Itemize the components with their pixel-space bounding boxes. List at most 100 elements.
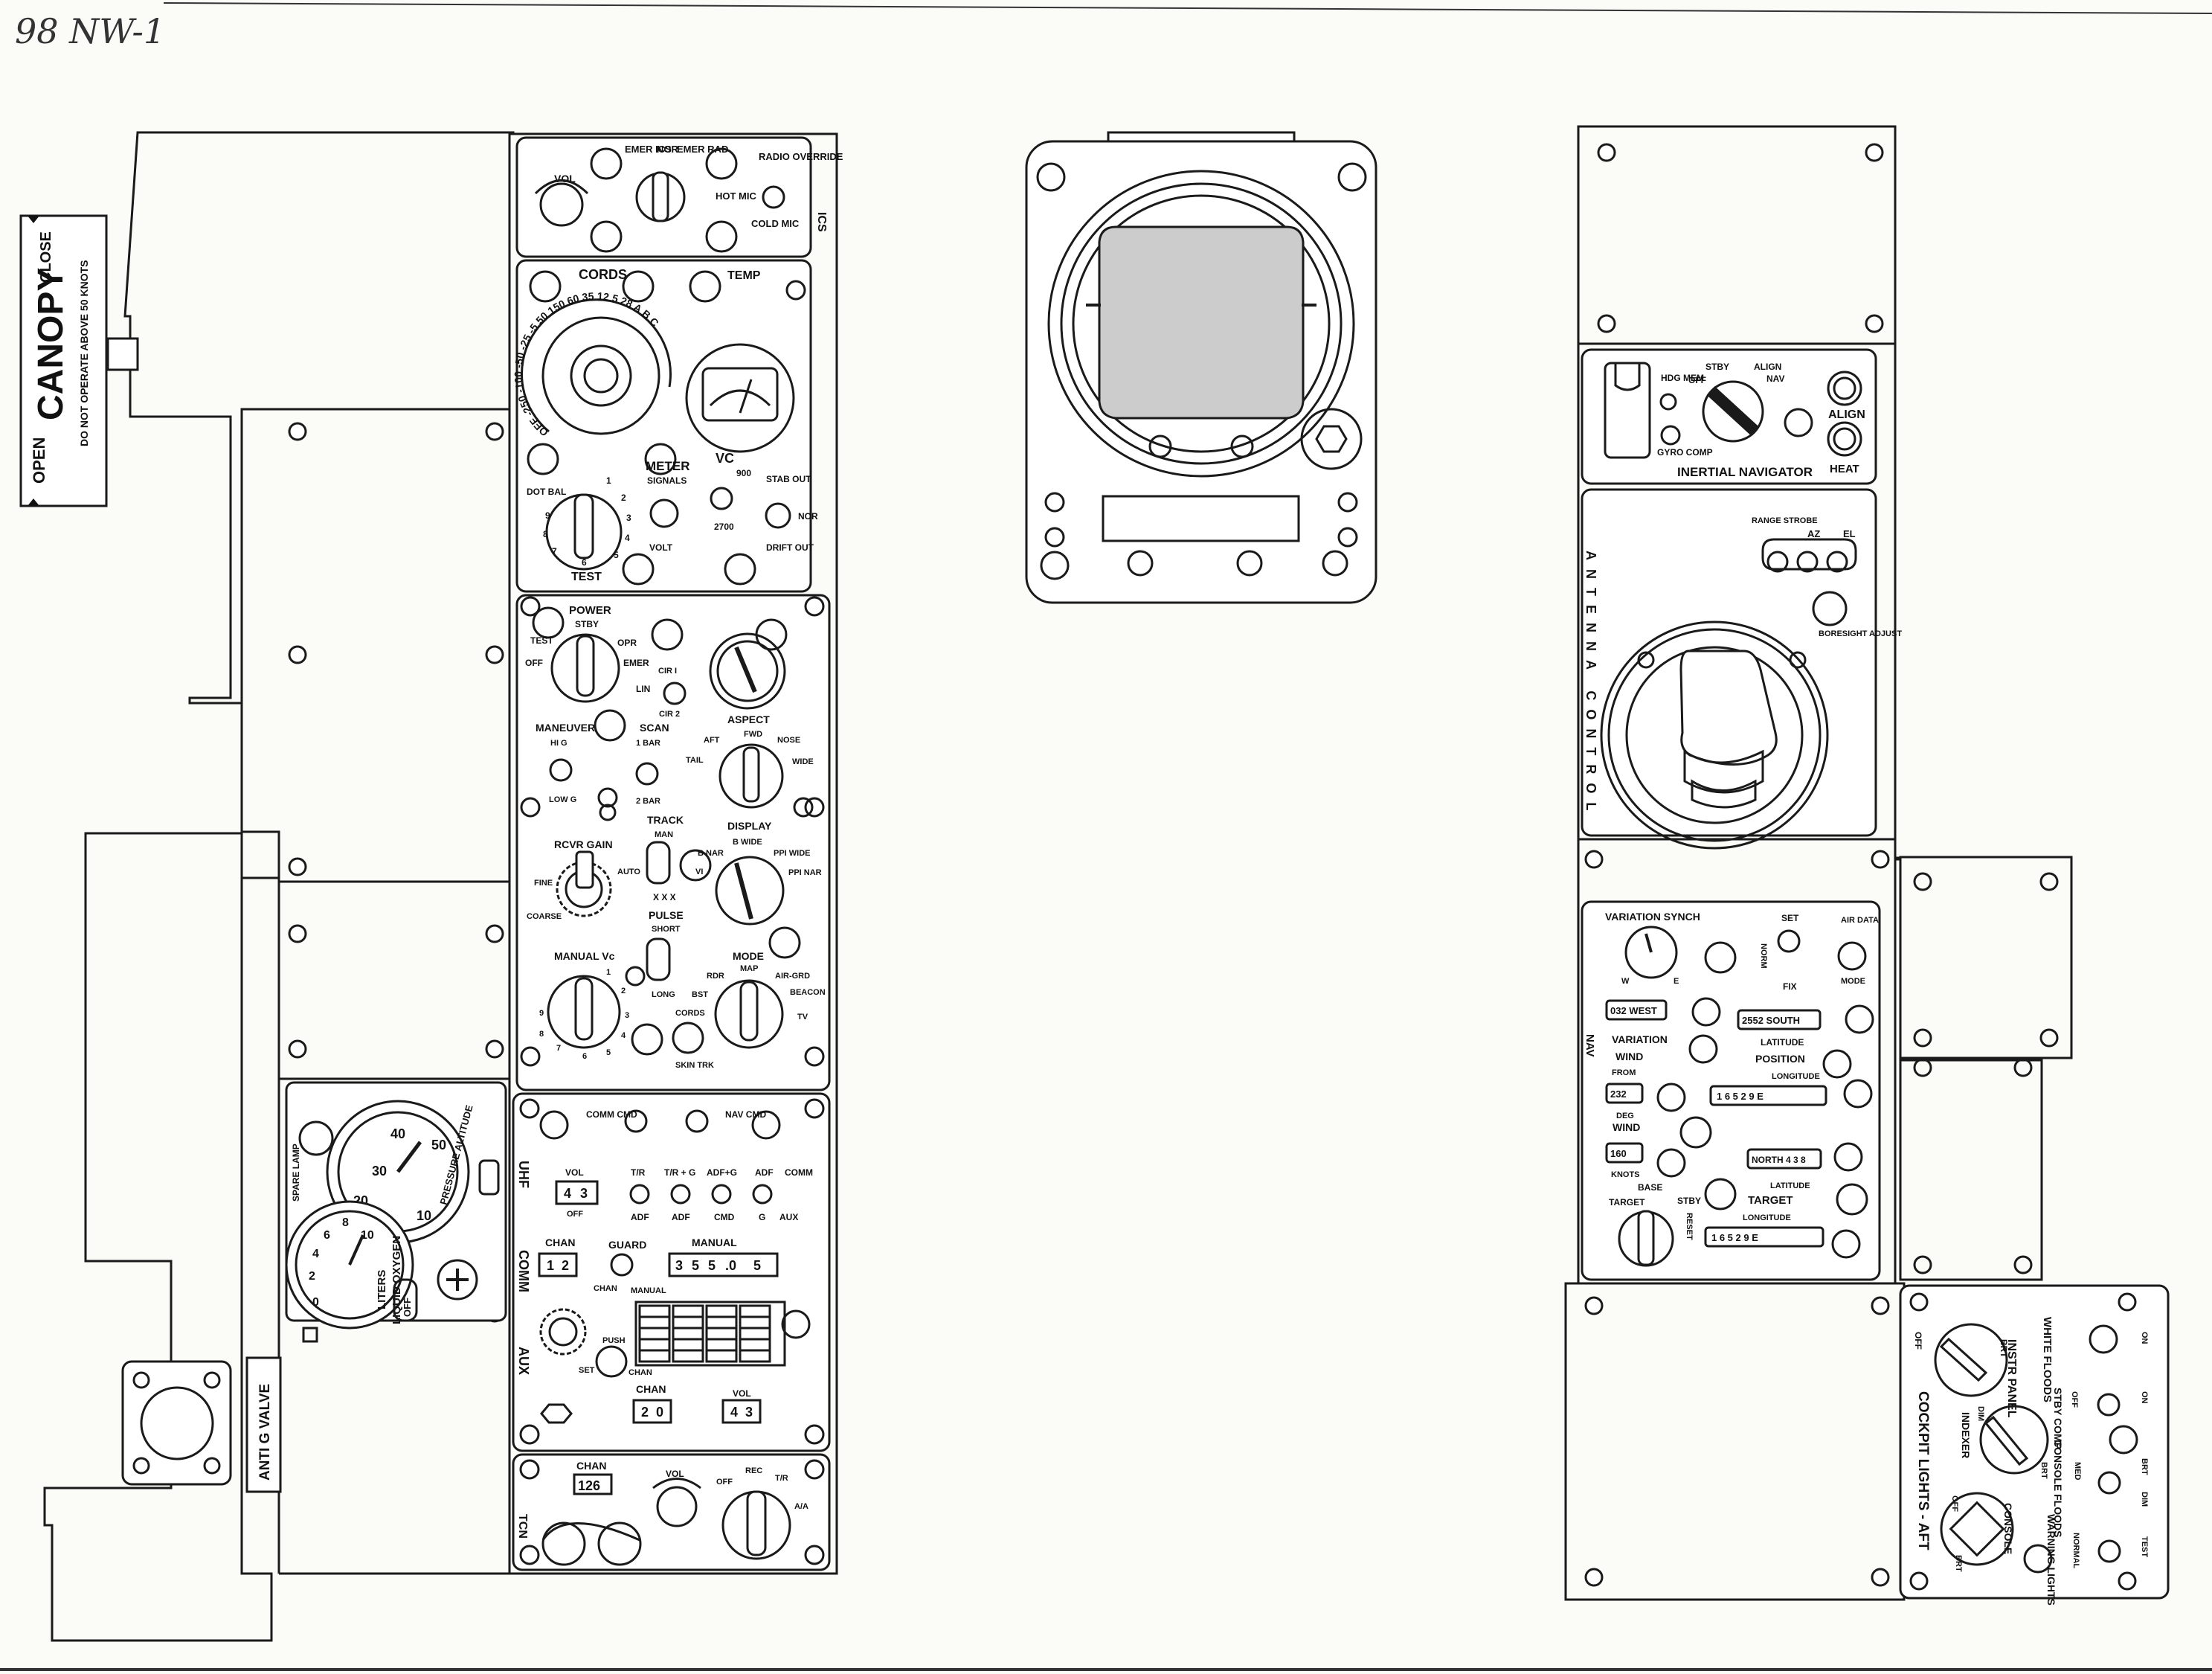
stby-comp-toggle[interactable] [2097, 1393, 2121, 1417]
warning-lights-toggle[interactable] [2097, 1539, 2121, 1563]
freq-thumbwheels[interactable] [634, 1301, 786, 1367]
power-selector[interactable] [550, 633, 620, 703]
svg-text:3: 3 [580, 1186, 588, 1201]
stab-switch[interactable] [765, 502, 791, 529]
tacan-vol-label: VOL [666, 1469, 684, 1479]
svg-text:3: 3 [745, 1405, 753, 1420]
console-floods-toggle[interactable] [2097, 1471, 2121, 1495]
tacan-tr-label: T/R [775, 1474, 788, 1483]
instr-panel-label: INSTR PANEL [2005, 1339, 2018, 1418]
inertial-navigator-panel: HDG MEM GYRO COMP STBY OFF ALIGN NAV ALI… [1581, 348, 1877, 485]
reset-label: RESET [1685, 1213, 1694, 1240]
pulse-switch[interactable] [646, 937, 671, 981]
screw [1584, 143, 1890, 1587]
chan-guard-label: CHAN [594, 1284, 617, 1293]
display-selector[interactable] [715, 856, 785, 926]
coarse-label: COARSE [527, 912, 562, 921]
range-strobe-label: RANGE STROBE [1752, 516, 1818, 525]
console-floods-label: CONSOLE FLOODS [2052, 1440, 2064, 1537]
inertial-mode-selector[interactable] [1702, 380, 1764, 443]
antenna-control-panel: ANTENNA CONTROL RANGE STROBE AZ EL BORES… [1581, 488, 1902, 850]
antenna-control-stick[interactable] [1679, 650, 1778, 766]
console-knob[interactable] [1940, 1492, 2014, 1566]
off-uhf-label: OFF [567, 1210, 583, 1219]
target-label: TARGET [1609, 1197, 1645, 1208]
trim-knob-group[interactable] [1761, 538, 1857, 571]
track-label: TRACK [647, 814, 684, 826]
tacan-chan-knob-right[interactable] [597, 1521, 642, 1566]
vc-toggle[interactable] [710, 487, 733, 510]
aux-knob[interactable] [540, 1403, 573, 1424]
ppi-wide-label: PPI WIDE [774, 849, 811, 858]
chan-select-knob[interactable] [539, 1308, 587, 1356]
tacan-vol-knob[interactable] [656, 1486, 698, 1527]
drift-out-label: DRIFT OUT [766, 542, 814, 553]
brt3-label: BRT [2140, 1458, 2149, 1475]
svg-text:30: 30 [372, 1164, 387, 1178]
wind-from-readout [1605, 1083, 1644, 1104]
track-switch[interactable] [646, 841, 671, 885]
maneuver-label: MANEUVER [536, 722, 595, 734]
aspect-selector[interactable] [718, 743, 784, 809]
mic-toggle[interactable] [762, 185, 785, 209]
vol-label: VOL [565, 1167, 584, 1178]
ics-side-label: ICS [815, 212, 828, 232]
aux-chan-readout [632, 1399, 672, 1424]
svg-text:4: 4 [730, 1405, 738, 1420]
guard-toggle[interactable] [610, 1253, 634, 1277]
uhf-side-label: UHF [516, 1161, 531, 1188]
set-norm-fix-toggle[interactable] [1777, 929, 1801, 953]
cords-selector[interactable] [541, 316, 660, 435]
polarization-toggle[interactable] [663, 682, 687, 705]
chan-label: CHAN [545, 1237, 575, 1248]
oxygen-panel: SPARE LAMP PRESSURE ALTITUDE 20 30 40 50… [285, 1081, 507, 1343]
console-label: CONSOLE [2002, 1503, 2014, 1554]
hdg-mem-button[interactable] [1659, 393, 1677, 411]
boresight-adjust-knob[interactable] [1812, 591, 1848, 626]
svg-text:COMM: COMM [785, 1167, 813, 1178]
rcvr-gain-knob[interactable] [556, 861, 612, 917]
set-label-nav: SET [1781, 913, 1799, 923]
white-floods-toggle[interactable] [2089, 1324, 2118, 1354]
nav-side-label: NAV [1584, 1034, 1596, 1057]
uhf-mode-trg[interactable] [670, 1184, 691, 1205]
svg-text:ADF: ADF [755, 1167, 774, 1178]
canopy-open-label: OPEN [30, 437, 48, 484]
indexer-knob[interactable] [1979, 1405, 2049, 1475]
uhf-mode-adf[interactable] [752, 1184, 773, 1205]
nav-cmd-label: NAV CMD [725, 1109, 766, 1120]
cords-mode-label: CORDS [675, 1009, 705, 1018]
chan-push-label: CHAN [628, 1368, 652, 1377]
ics-volume-knob[interactable] [539, 182, 584, 227]
rdr-label: RDR [707, 972, 724, 981]
uhf-mode-adfg[interactable] [711, 1184, 732, 1205]
vc-label: VC [716, 451, 734, 466]
instr-panel-knob[interactable] [1934, 1323, 2008, 1397]
mode-selector[interactable] [714, 979, 784, 1049]
uhf-mode-tr[interactable] [629, 1184, 650, 1205]
vi-label: VI [695, 868, 703, 876]
maneuver-toggle[interactable] [549, 758, 573, 782]
auto-label: AUTO [617, 868, 640, 876]
stby-label: STBY [575, 619, 599, 629]
wind-label: WIND [1615, 1051, 1643, 1062]
svg-text:ADF: ADF [672, 1212, 690, 1222]
aspect-upper-knob[interactable] [709, 632, 786, 710]
nav-computer-panel: VARIATION SYNCH W E SET NORM FIX AIR DAT… [1581, 900, 1881, 1281]
anti-g-valve[interactable]: ANTI G VALVE [121, 1356, 282, 1493]
heat-lamp [1827, 421, 1862, 457]
latitude-label-2: LATITUDE [1770, 1181, 1810, 1190]
brt-label-cl: BRT [1999, 1339, 2009, 1358]
svg-text:5: 5 [708, 1258, 716, 1273]
spare-lamp-label: SPARE LAMP [291, 1144, 301, 1202]
push-set-button[interactable] [595, 1345, 628, 1378]
skin-trk-knob[interactable] [672, 1022, 704, 1054]
scan-toggle[interactable] [635, 762, 659, 786]
manual-vc-selector[interactable] [547, 975, 621, 1049]
air-data-mode-button[interactable] [1837, 941, 1867, 971]
volt-knob[interactable] [649, 498, 679, 528]
push-label: PUSH [602, 1336, 626, 1345]
svg-text:232: 232 [1610, 1088, 1627, 1100]
tacan-chan-knob-left[interactable] [541, 1521, 586, 1566]
variation-synch-knob[interactable] [1624, 926, 1678, 979]
